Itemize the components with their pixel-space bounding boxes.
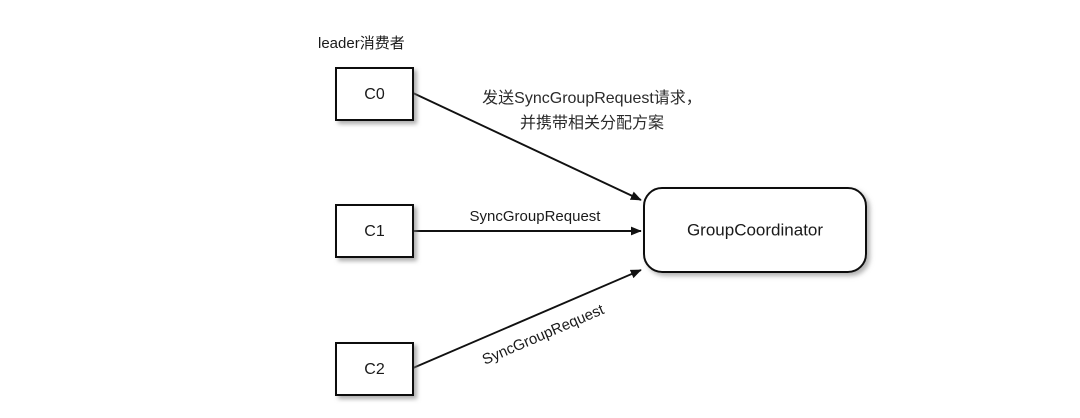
node-c2-label: C2 — [364, 361, 385, 378]
edge-c0-label-line2: 并携带相关分配方案 — [520, 114, 664, 132]
edge-c0-line — [412, 92, 642, 201]
node-c0-label: C0 — [364, 86, 385, 103]
node-group-coordinator-label: GroupCoordinator — [687, 220, 823, 239]
edge-c2-line — [412, 269, 642, 369]
edge-c0-label-line1: 发送SyncGroupRequest请求， — [482, 89, 702, 107]
node-group-coordinator-box[interactable] — [643, 187, 867, 273]
node-c1[interactable]: C1 — [335, 204, 414, 258]
node-c2-box[interactable] — [335, 342, 414, 396]
node-c2[interactable]: C2 — [335, 342, 414, 396]
node-c0[interactable]: C0 — [335, 67, 414, 121]
node-c1-label: C1 — [364, 223, 385, 240]
edge-c1-label: SyncGroupRequest — [470, 208, 602, 225]
node-c1-box[interactable] — [335, 204, 414, 258]
node-group-coordinator[interactable]: GroupCoordinator — [643, 187, 867, 273]
edge-c0-to-coordinator: 发送SyncGroupRequest请求， 并携带相关分配方案 — [412, 89, 702, 201]
edge-c1-to-coordinator: SyncGroupRequest — [413, 208, 642, 236]
edge-c2-to-coordinator: SyncGroupRequest — [412, 269, 642, 369]
leader-consumer-annotation: leader消费者 — [318, 35, 405, 52]
node-c0-box[interactable] — [335, 67, 414, 121]
